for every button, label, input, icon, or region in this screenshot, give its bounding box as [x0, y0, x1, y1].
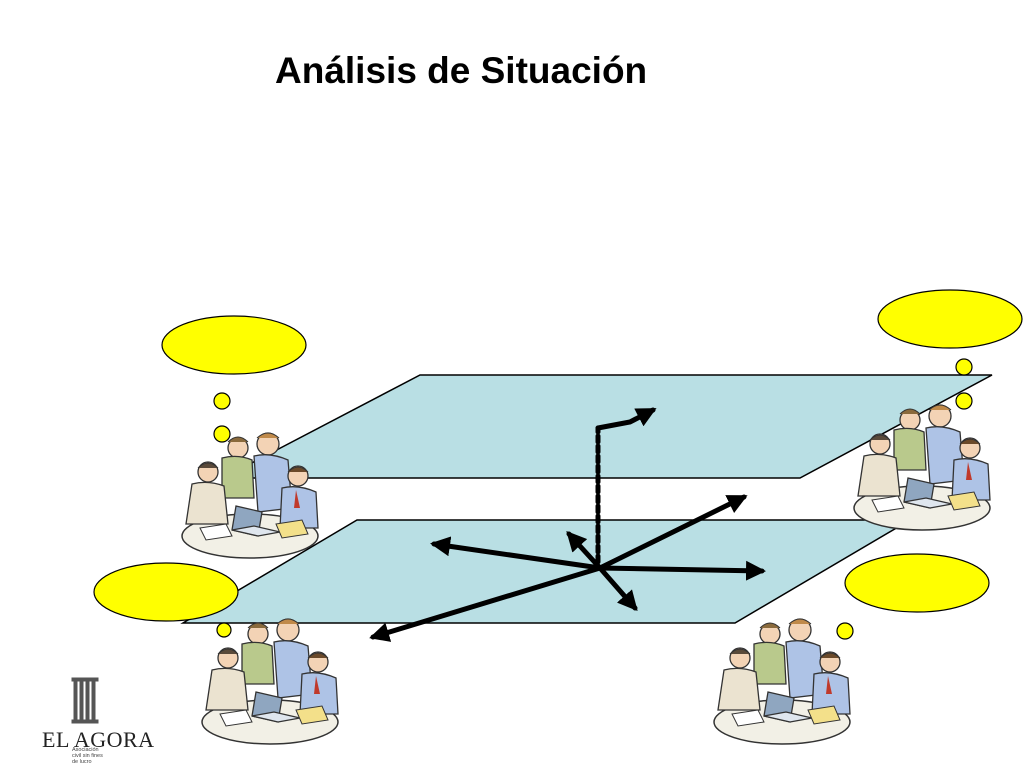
vector-arrow: [566, 531, 603, 571]
logo-subtitle-line: de lucro: [72, 759, 92, 765]
slide-title: Análisis de Situación: [275, 50, 648, 91]
vector-arrow: [369, 565, 603, 642]
people-group-icon: [201, 618, 339, 745]
thought-bubble: [844, 553, 990, 613]
vector-arrow: [597, 560, 766, 581]
lower-plane: [180, 519, 913, 624]
vector-arrow: [597, 494, 748, 571]
vector-arrow: [597, 565, 638, 612]
thought-bubble: [877, 289, 1023, 349]
logo-subtitle-line: Asociación: [72, 747, 99, 753]
vector-arrow: [595, 407, 657, 431]
thought-bubble: [161, 315, 307, 375]
el-agora-logo: [71, 677, 99, 724]
logo-name: EL AGORA: [42, 727, 155, 752]
logo-subtitle: Asociación civil sin fines de lucro: [72, 747, 132, 765]
vector-arrow: [430, 536, 603, 571]
people-group-icon: [713, 618, 851, 745]
logo-subtitle-line: civil sin fines: [72, 753, 103, 759]
thought-bubble: [93, 562, 239, 622]
